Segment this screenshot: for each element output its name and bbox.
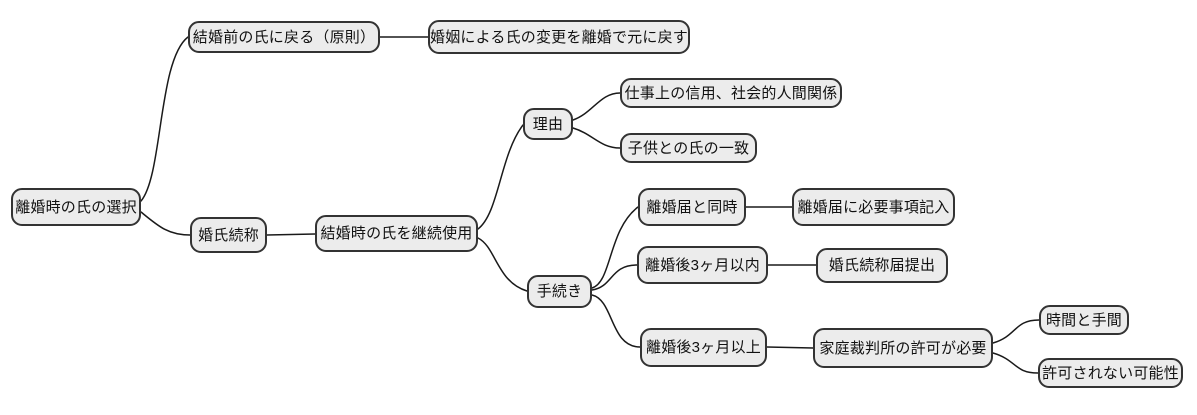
- node-family-court-permission-needed: 家庭裁判所の許可が必要: [813, 328, 993, 368]
- node-revert-name-change: 婚姻による氏の変更を離婚で元に戻す: [428, 20, 690, 54]
- node-submit-koshi-zokusho-form: 婚氏続称届提出: [816, 248, 948, 283]
- node-time-and-effort: 時間と手間: [1039, 305, 1129, 335]
- edge-after-3months-to-family-court: [766, 346, 814, 349]
- node-same-time-as-divorce-filing: 離婚届と同時: [638, 188, 746, 226]
- node-procedure: 手続き: [527, 275, 592, 308]
- node-continue-married-name: 結婚時の氏を継続使用: [315, 215, 478, 252]
- node-koshi-zokusho: 婚氏続称: [190, 217, 267, 253]
- edge-continue-name-to-procedure: [477, 237, 528, 292]
- node-same-name-as-child: 子供との氏の一致: [620, 133, 757, 163]
- edge-root-to-return-premarital: [140, 36, 189, 202]
- edge-procedure-to-after-3months: [591, 294, 641, 348]
- node-within-3-months-after-divorce: 離婚後3ヶ月以内: [637, 246, 768, 284]
- edge-reason-to-work-trust: [572, 92, 621, 121]
- edge-family-court-to-time-effort: [992, 319, 1040, 344]
- node-work-trust-social-relations: 仕事上の信用、社会的人間関係: [620, 78, 842, 108]
- edge-root-to-koshi-zokusho: [140, 211, 191, 236]
- node-reason: 理由: [523, 108, 573, 140]
- edge-koshi-zokusho-to-continue-name: [266, 233, 316, 236]
- node-root-surname-choice: 離婚時の氏の選択: [11, 188, 141, 226]
- node-possibility-of-rejection: 許可されない可能性: [1038, 358, 1183, 388]
- node-return-to-premarital-name: 結婚前の氏に戻る（原則）: [188, 21, 380, 53]
- edge-family-court-to-rejection-risk: [992, 352, 1039, 374]
- edge-procedure-to-within-3months: [591, 264, 638, 291]
- edge-continue-name-to-reason: [477, 124, 524, 230]
- node-fill-in-divorce-form: 離婚届に必要事項記入: [792, 188, 955, 226]
- node-over-3-months-after-divorce: 離婚後3ヶ月以上: [640, 328, 767, 367]
- edge-procedure-to-same-time: [591, 206, 639, 289]
- edge-reason-to-child-name: [572, 127, 621, 149]
